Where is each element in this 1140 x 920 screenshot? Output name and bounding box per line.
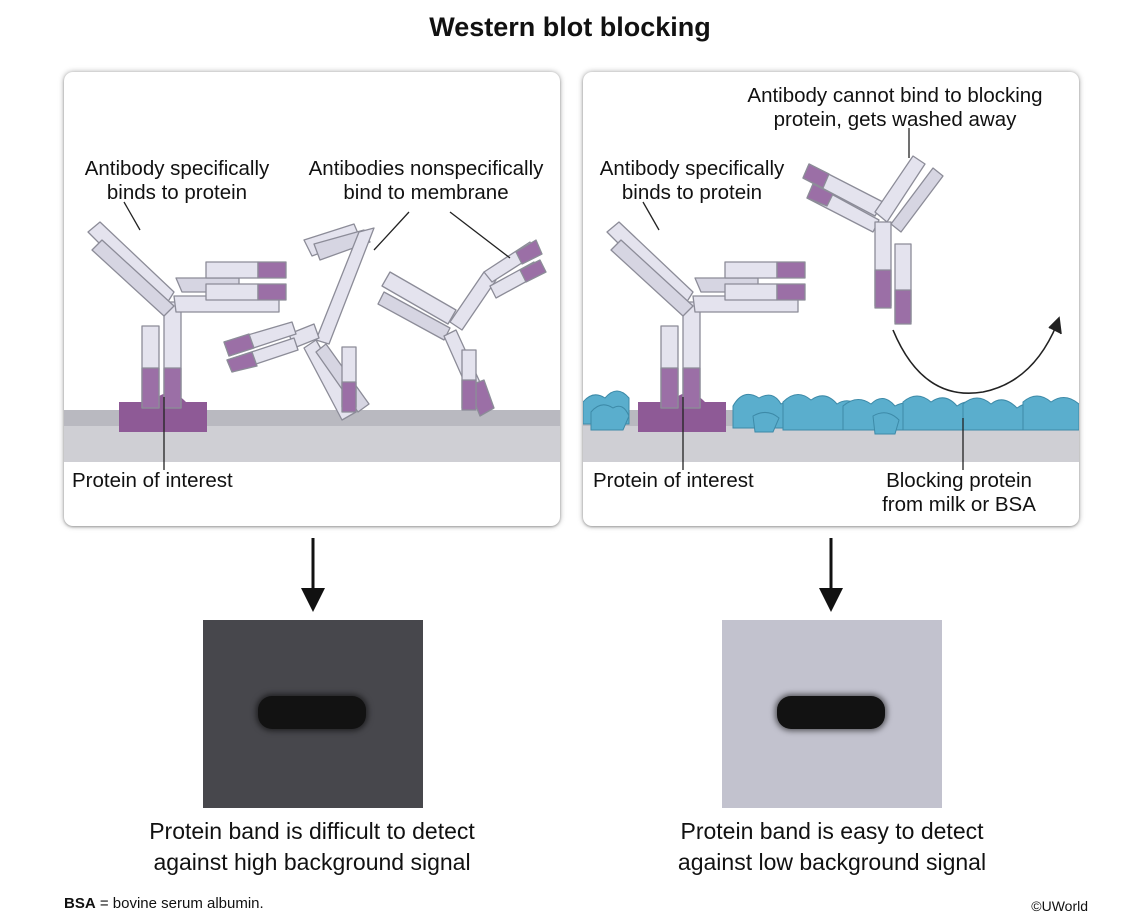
label-protein-of-interest: Protein of interest — [593, 469, 754, 492]
footnote-abbreviation: BSA — [64, 895, 96, 912]
protein-of-interest — [638, 393, 726, 432]
label-washed-away: Antibody cannot bind to blocking protein… — [747, 84, 1043, 131]
wash-arrow — [892, 316, 1062, 394]
antibody-washed-away — [802, 155, 944, 325]
blot-high-background — [203, 620, 423, 808]
down-arrow-left — [301, 538, 325, 612]
leader-lines — [642, 128, 964, 470]
caption-high-background: Protein band is difficult to detect agai… — [149, 818, 475, 875]
label-antibodies-nonspecific: Antibodies nonspecifically bind to membr… — [308, 157, 544, 204]
blocking-protein-layer — [583, 390, 1079, 435]
protein-band — [258, 696, 366, 729]
antibody-specific — [87, 221, 287, 409]
label-blocking-protein: Blocking protein from milk or BSA — [882, 469, 1036, 516]
label-antibody-specific: Antibody specifically binds to protein — [84, 157, 270, 204]
label-protein-of-interest: Protein of interest — [72, 469, 233, 492]
protein-of-interest — [119, 393, 207, 432]
figure-title: Western blot blocking — [429, 12, 711, 42]
panel-left-illustration — [64, 201, 560, 470]
down-arrow-right — [819, 538, 843, 612]
antibody-nonspecific-2 — [377, 239, 547, 417]
footnote-text: = bovine serum albumin. — [95, 895, 264, 912]
protein-band — [777, 696, 885, 729]
leader-lines — [123, 201, 511, 470]
label-antibody-specific: Antibody specifically binds to protein — [599, 157, 785, 204]
caption-low-background: Protein band is easy to detect against l… — [677, 818, 987, 875]
copyright: ©UWorld — [1031, 898, 1088, 914]
panel-with-blocking: Antibody cannot bind to blocking protein… — [583, 72, 1079, 526]
panel-without-blocking: Antibody specifically binds to protein A… — [64, 72, 560, 526]
antibody-nonspecific-1 — [223, 223, 375, 421]
antibody-specific — [606, 221, 806, 409]
footnote: BSA = bovine serum albumin. — [64, 895, 264, 912]
panel-right-illustration — [583, 128, 1079, 470]
blot-low-background — [722, 620, 942, 808]
